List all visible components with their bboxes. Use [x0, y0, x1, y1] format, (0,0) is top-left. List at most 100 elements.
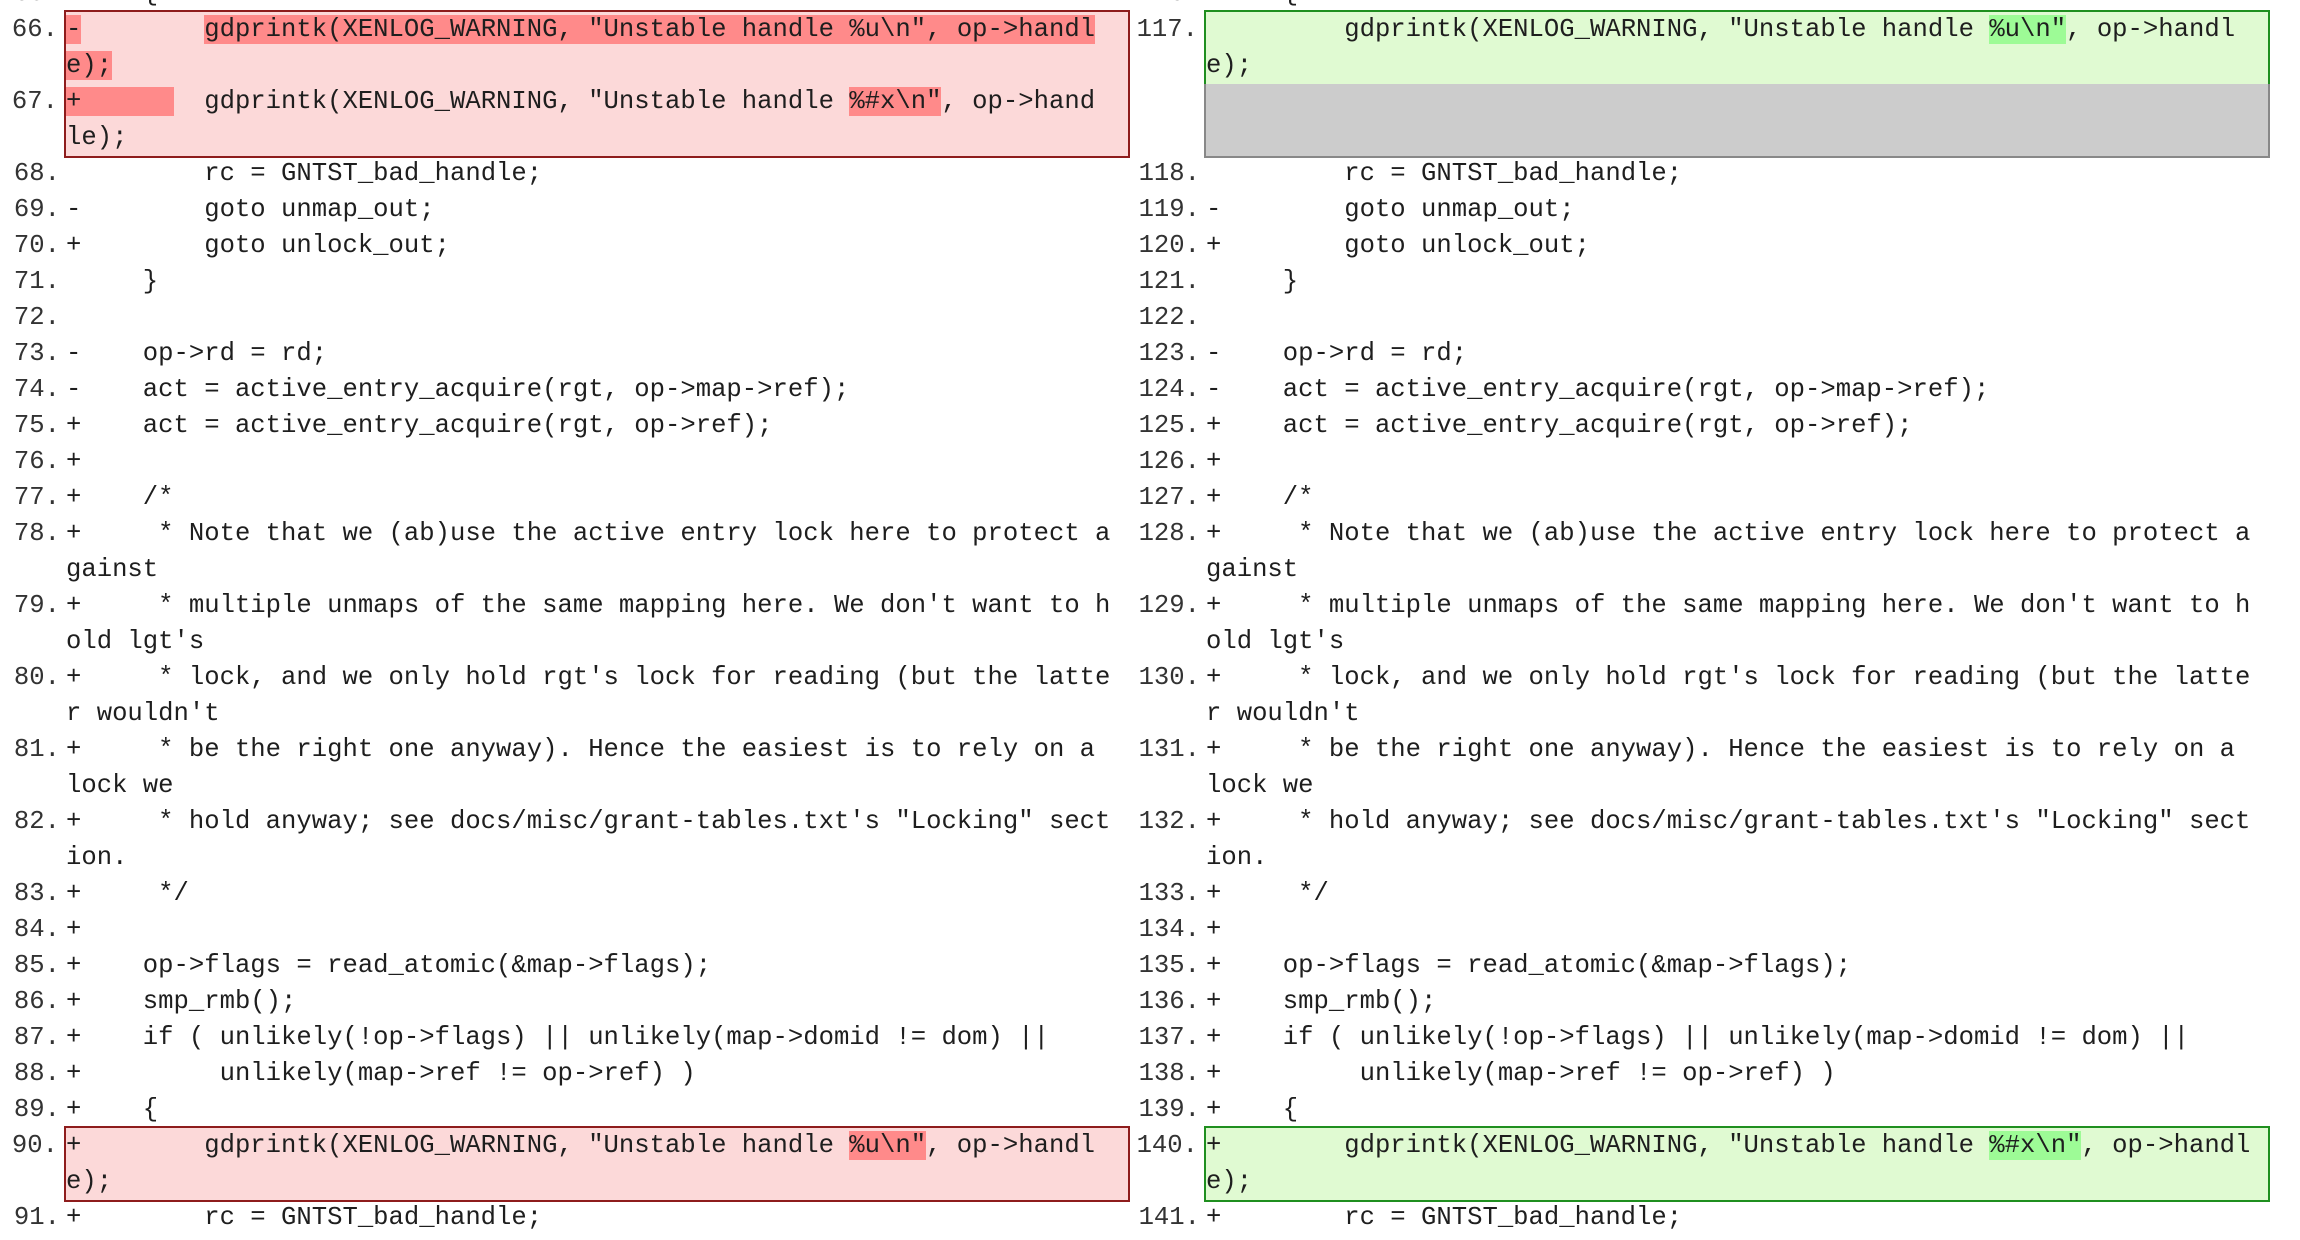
line-code: +: [66, 912, 1128, 948]
line-number: 137.: [1138, 1023, 1200, 1052]
line-number: 85.: [13, 951, 60, 980]
line-code: rc = GNTST_bad_handle;: [66, 156, 1128, 192]
diff-empty-filler: [1204, 84, 2271, 158]
line-code: + gdprintk(XENLOG_WARNING, "Unstable han…: [66, 84, 1128, 156]
diff-line: 139.+ {: [1139, 1092, 2268, 1128]
line-number: 91.: [13, 1203, 60, 1232]
line-number: 86.: [13, 987, 60, 1016]
code-text: + */: [66, 879, 189, 908]
line-code: + if ( unlikely(!op->flags) || unlikely(…: [66, 1020, 1128, 1056]
code-text: gdprintk(XENLOG_WARNING, "Unstable handl…: [1206, 15, 1990, 44]
diff-line: 70.+ goto unlock_out;: [14, 228, 1128, 264]
line-code: }: [66, 264, 1128, 300]
diff-line: 124.- act = active_entry_acquire(rgt, op…: [1139, 372, 2268, 408]
line-number: 131.: [1138, 735, 1200, 764]
code-text: - op->rd = rd;: [66, 339, 328, 368]
diff-line: 141.+ rc = GNTST_bad_handle;: [1139, 1200, 2268, 1236]
diff-line: 72.: [14, 300, 1128, 336]
changed-text-highlight: gdprintk(XENLOG_WARNING, "Unstable handl…: [66, 15, 1096, 80]
line-number: 121.: [1138, 267, 1200, 296]
line-code: + rc = GNTST_bad_handle;: [1206, 1200, 2268, 1236]
line-number: 84.: [13, 915, 60, 944]
diff-added-block: 140.+ gdprintk(XENLOG_WARNING, "Unstable…: [1137, 1126, 2271, 1202]
diff-removed-block: 90.+ gdprintk(XENLOG_WARNING, "Unstable …: [12, 1126, 1131, 1202]
line-number: 69.: [13, 195, 60, 224]
code-text: + op->flags = read_atomic(&map->flags);: [66, 951, 712, 980]
line-code: - act = active_entry_acquire(rgt, op->ma…: [1206, 372, 2268, 408]
line-code: {: [66, 0, 1128, 12]
diff-line: 134.+: [1139, 912, 2268, 948]
line-code: gdprintk(XENLOG_WARNING, "Unstable handl…: [1206, 12, 2268, 84]
line-code: + * multiple unmaps of the same mapping …: [66, 588, 1128, 660]
diff-line: 118. rc = GNTST_bad_handle;: [1139, 156, 2268, 192]
diff-line: 78.+ * Note that we (ab)use the active e…: [14, 516, 1128, 588]
code-text: + smp_rmb();: [1206, 987, 1437, 1016]
diff-line: 135.+ op->flags = read_atomic(&map->flag…: [1139, 948, 2268, 984]
changed-text-highlight: %#x\n": [1989, 1131, 2082, 1160]
diff-line: 120.+ goto unlock_out;: [1139, 228, 2268, 264]
diff-added-block: 117. gdprintk(XENLOG_WARNING, "Unstable …: [1137, 10, 2271, 158]
line-code: + * multiple unmaps of the same mapping …: [1206, 588, 2268, 660]
code-text: + * hold anyway; see docs/misc/grant-tab…: [66, 807, 1111, 872]
diff-context-block: 91.+ rc = GNTST_bad_handle;: [14, 1200, 1128, 1236]
diff-line: 73.- op->rd = rd;: [14, 336, 1128, 372]
diff-line: 137.+ if ( unlikely(!op->flags) || unlik…: [1139, 1020, 2268, 1056]
code-text: - act = active_entry_acquire(rgt, op->ma…: [1206, 375, 1990, 404]
line-code: + gdprintk(XENLOG_WARNING, "Unstable han…: [1206, 1128, 2268, 1200]
line-number: 74.: [13, 375, 60, 404]
code-text: + * multiple unmaps of the same mapping …: [66, 591, 1111, 656]
line-number: 139.: [1138, 1095, 1200, 1124]
code-text: +: [1206, 447, 1222, 476]
line-number: 130.: [1138, 663, 1200, 692]
line-number: 129.: [1138, 591, 1200, 620]
line-code: {: [1206, 0, 2268, 12]
changed-text-highlight: -: [66, 15, 82, 44]
code-text: +: [66, 447, 82, 476]
line-number: 141.: [1138, 1203, 1200, 1232]
diff-line: 119.- goto unmap_out;: [1139, 192, 2268, 228]
code-text: + * lock, and we only hold rgt's lock fo…: [66, 663, 1111, 728]
diff-line: 138.+ unlikely(map->ref != op->ref) ): [1139, 1056, 2268, 1092]
line-code: + */: [66, 876, 1128, 912]
diff-line: 132.+ * hold anyway; see docs/misc/grant…: [1139, 804, 2268, 876]
line-code: + unlikely(map->ref != op->ref) ): [66, 1056, 1128, 1092]
line-number: 73.: [13, 339, 60, 368]
line-code: - goto unmap_out;: [1206, 192, 2268, 228]
line-code: +: [1206, 912, 2268, 948]
code-text: - goto unmap_out;: [1206, 195, 1575, 224]
line-code: + * hold anyway; see docs/misc/grant-tab…: [66, 804, 1128, 876]
diff-line: 90.+ gdprintk(XENLOG_WARNING, "Unstable …: [12, 1128, 1128, 1200]
code-text: + if ( unlikely(!op->flags) || unlikely(…: [66, 1023, 1049, 1052]
line-number: 80.: [13, 663, 60, 692]
line-code: - op->rd = rd;: [66, 336, 1128, 372]
diff-line: 71. }: [14, 264, 1128, 300]
line-code: + rc = GNTST_bad_handle;: [66, 1200, 1128, 1236]
line-number: 72.: [13, 303, 60, 332]
diff-line: 79.+ * multiple unmaps of the same mappi…: [14, 588, 1128, 660]
line-number: 133.: [1138, 879, 1200, 908]
line-code: + * lock, and we only hold rgt's lock fo…: [66, 660, 1128, 732]
line-code: + gdprintk(XENLOG_WARNING, "Unstable han…: [66, 1128, 1128, 1200]
line-code: +: [66, 444, 1128, 480]
code-text: + {: [66, 1095, 159, 1124]
diff-line: 86.+ smp_rmb();: [14, 984, 1128, 1020]
diff-line: 84.+: [14, 912, 1128, 948]
diff-line: 129.+ * multiple unmaps of the same mapp…: [1139, 588, 2268, 660]
diff-line: 74.- act = active_entry_acquire(rgt, op-…: [14, 372, 1128, 408]
diff-line: 81.+ * be the right one anyway). Hence t…: [14, 732, 1128, 804]
code-text: + smp_rmb();: [66, 987, 297, 1016]
line-code: }: [1206, 264, 2268, 300]
line-code: - op->rd = rd;: [1206, 336, 2268, 372]
code-text: rc = GNTST_bad_handle;: [66, 159, 543, 188]
diff-line: 133.+ */: [1139, 876, 2268, 912]
line-number: 67.: [11, 87, 58, 116]
line-code: + smp_rmb();: [1206, 984, 2268, 1020]
line-number: 134.: [1138, 915, 1200, 944]
code-text: + * lock, and we only hold rgt's lock fo…: [1206, 663, 2251, 728]
code-text: + * hold anyway; see docs/misc/grant-tab…: [1206, 807, 2251, 872]
line-number: 127.: [1138, 483, 1200, 512]
line-number: 119.: [1138, 195, 1200, 224]
line-code: - gdprintk(XENLOG_WARNING, "Unstable han…: [66, 12, 1128, 84]
code-text: + */: [1206, 879, 1329, 908]
diff-line: 83.+ */: [14, 876, 1128, 912]
